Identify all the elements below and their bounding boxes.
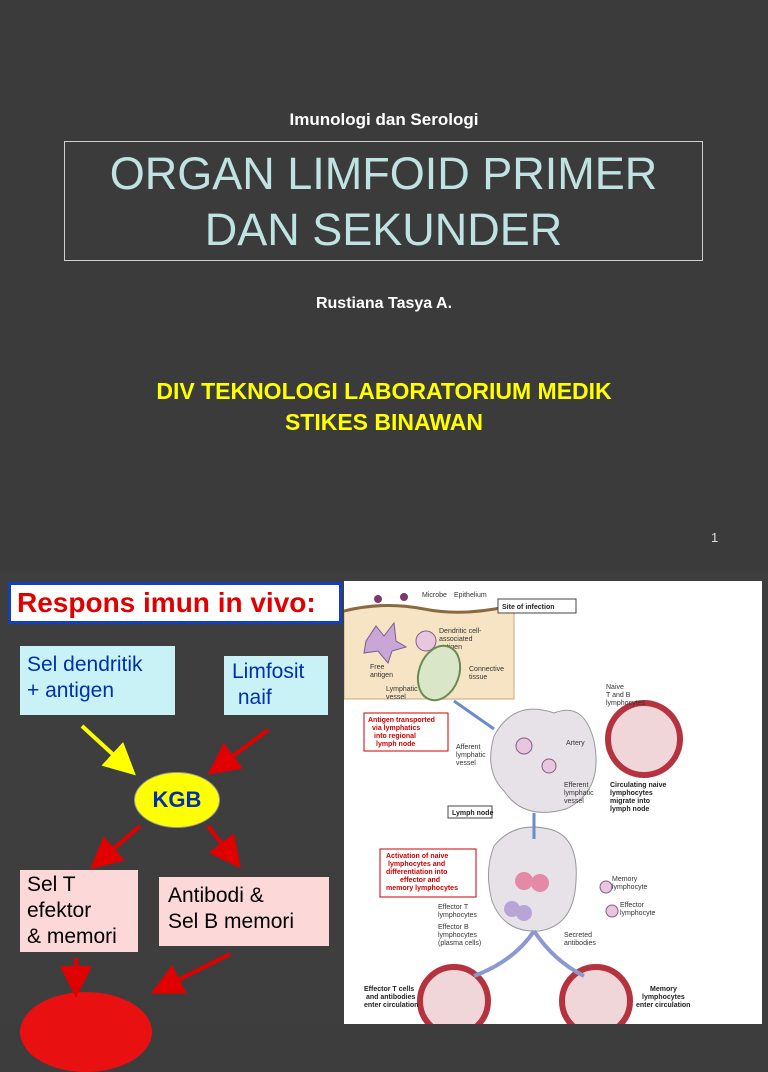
title-box: ORGAN LIMFOID PRIMER DAN SEKUNDER [64,141,703,261]
antibodi-line-2: Sel B memori [168,910,295,933]
label-activation-4: effector and [400,877,440,884]
label-effenter-3: enter circulation [364,1002,418,1009]
label-circ-3: migrate into [610,798,650,805]
label-activation-2: lymphocytes and [388,861,445,868]
label-lymph-node: Lymph node [452,810,493,817]
label-free-antigen-2: antigen [370,672,393,679]
dendritik-line-1: Sel dendritik [27,653,143,676]
page-number: 1 [711,530,719,545]
label-circ-1: Circulating naive [610,782,667,789]
label-dendritic-1: Dendritic cell- [439,628,482,635]
label-effector-1: Effector [620,902,645,909]
label-afferent-3: vessel [456,760,476,767]
institution-line-2: STIKES BINAWAN [284,409,484,435]
naive-lymphocyte-box: Limfosit naif [224,656,328,715]
dendritic-antigen-box: Sel dendritik + antigen [20,646,175,715]
arrow-kgb-to-antibodi [206,824,241,869]
label-effb-3: (plasma cells) [438,940,481,947]
label-mementer-2: lymphocytes [642,994,685,1001]
arrow-limfosit-to-kgb [207,728,270,775]
arrow-antibodi-down [150,952,231,994]
selt-line-2: efektor [27,899,92,922]
dendritik-line-2: + antigen [27,679,114,702]
label-mementer-1: Memory [650,986,677,993]
label-effb-1: Effector B [438,924,469,931]
course-name: Imunologi dan Serologi [289,110,479,129]
label-transport-2: via lymphatics [372,725,420,732]
label-effenter-2: and antibodies [366,994,416,1001]
label-transport-4: lymph node [376,741,415,748]
lymph-node-illustration: Site of infection Microbe Epithelium Den… [343,581,762,1038]
label-efft-1: Effector T [438,904,469,911]
label-efferent-1: Efferent [564,782,588,789]
title-line-1: ORGAN LIMFOID PRIMER [109,148,658,199]
antibodi-line-1: Antibodi & [168,884,264,907]
label-connective-2: tissue [469,674,487,681]
label-afferent-1: Afferent [456,744,480,751]
effector-t-box: Sel T efektor & memori [20,870,138,952]
label-afferent-2: lymphatic [456,752,486,759]
label-activation-1: Activation of naive [386,853,448,860]
label-secreted-1: Secreted [564,932,592,939]
antibody-memory-box: Antibodi & Sel B memori [159,877,329,946]
limfosit-line-2: naif [232,686,272,709]
kgb-ellipse: KGB [134,772,220,828]
label-efft-2: lymphocytes [438,912,477,919]
flow-arrows [60,724,270,998]
label-microbe: Microbe [422,592,447,599]
arrow-dendritik-to-kgb [80,724,136,776]
label-secreted-2: antibodies [564,940,596,947]
label-free-antigen-1: Free [370,664,385,671]
label-efferent-2: lymphatic [564,790,594,797]
selt-line-3: & memori [27,925,117,948]
arrow-kgb-to-selt [89,824,142,870]
label-effb-2: lymphocytes [438,932,477,939]
selt-line-1: Sel T [27,873,76,896]
label-naive-2: T and B [606,692,631,699]
label-memory-2: lymphocyte [612,884,648,891]
label-effenter-1: Effector T cells [364,986,414,993]
label-naive-1: Naive [606,684,624,691]
limfosit-line-1: Limfosit [232,660,305,683]
label-site-of-infection: Site of infection [502,604,555,611]
slide-title: Respons imun in vivo: [8,582,342,624]
label-dendritic-2: associated [439,636,473,643]
label-mementer-3: enter circulation [636,1002,690,1009]
label-memory-1: Memory [612,876,638,883]
label-transport-3: into regional [374,733,416,740]
label-effector-2: lymphocyte [620,910,656,917]
label-transport-1: Antigen transported [368,717,435,724]
title-slide: Imunologi dan Serologi ORGAN LIMFOID PRI… [64,110,719,545]
author-name: Rustiana Tasya A. [315,295,453,312]
label-activation-3: differentiation into [386,869,447,876]
label-lymphatic-1: Lymphatic [386,686,418,693]
label-naive-3: lymphocytes [606,700,645,707]
label-connective-1: Connective [469,666,504,673]
label-circ-4: lymph node [610,806,649,813]
label-activation-5: memory lymphocytes [386,885,458,892]
label-artery: Artery [566,740,585,747]
title-line-2: DAN SEKUNDER [204,204,563,255]
label-circ-2: lymphocytes [610,790,653,797]
label-lymphatic-2: vessel [386,694,406,701]
institution-line-1: DIV TEKNOLOGI LABORATORIUM MEDIK [156,378,612,404]
immune-response-slide: Respons imun in vivo: Sel dendritik + an… [0,574,768,1072]
label-efferent-3: vessel [564,798,584,805]
label-epithelium: Epithelium [454,592,487,599]
